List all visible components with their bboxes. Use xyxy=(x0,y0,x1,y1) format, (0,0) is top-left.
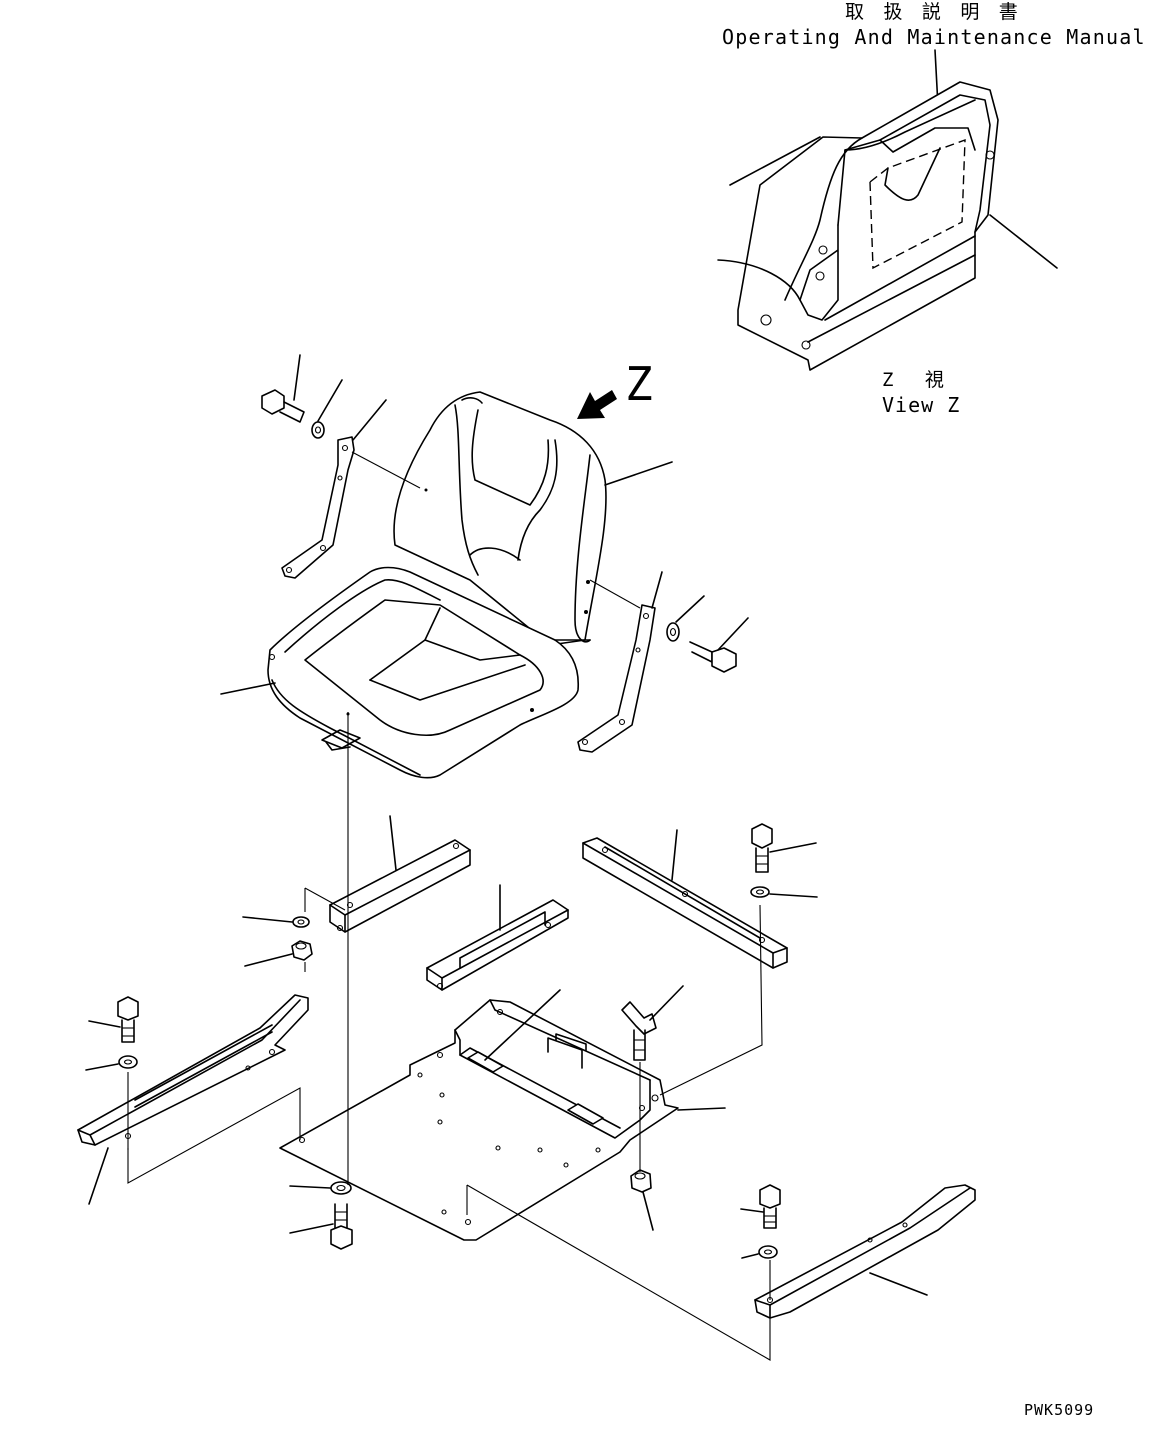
washer-icon xyxy=(311,379,343,439)
slide-rail-icon xyxy=(582,829,788,969)
drawing-code: PWK5099 xyxy=(1024,1401,1094,1419)
hex-nut-icon xyxy=(244,940,313,967)
hex-bolt-icon xyxy=(689,617,749,673)
view-z-arrow xyxy=(577,390,617,419)
slide-rail-icon xyxy=(754,1184,976,1319)
slide-rail-icon xyxy=(77,994,309,1205)
washer-icon xyxy=(741,1245,778,1259)
manual-label-en: Operating And Maintenance Manual xyxy=(722,25,1146,49)
view-label-en: View Z xyxy=(882,393,960,417)
washer-icon xyxy=(289,1181,352,1195)
seat-assembly xyxy=(220,391,673,779)
hex-nut-icon xyxy=(630,1169,654,1231)
washer-icon xyxy=(85,1055,138,1071)
assembly-centerlines xyxy=(127,712,771,1361)
left-back-bracket xyxy=(281,399,421,579)
hex-bolt-icon xyxy=(751,823,817,873)
slide-rail-icon xyxy=(426,884,569,991)
washer-icon xyxy=(750,886,818,898)
washer-icon xyxy=(242,916,310,928)
hex-bolt-icon xyxy=(88,996,139,1043)
right-back-bracket xyxy=(577,571,663,753)
hex-bolt-icon xyxy=(261,354,305,423)
manual-label-jp: 取 扱 説 明 書 xyxy=(845,1,1022,23)
slide-rail-icon xyxy=(329,815,471,933)
mounting-plate-icon xyxy=(279,989,726,1241)
hex-bolt-icon xyxy=(740,1184,781,1229)
hex-bolt-icon xyxy=(289,1203,353,1250)
washer-icon xyxy=(666,595,705,642)
view-z-seatback xyxy=(717,81,1058,371)
view-label-jp: Z 視 xyxy=(882,369,954,391)
wing-bolt-icon xyxy=(621,985,684,1061)
view-arrow-letter: Z xyxy=(625,357,653,411)
